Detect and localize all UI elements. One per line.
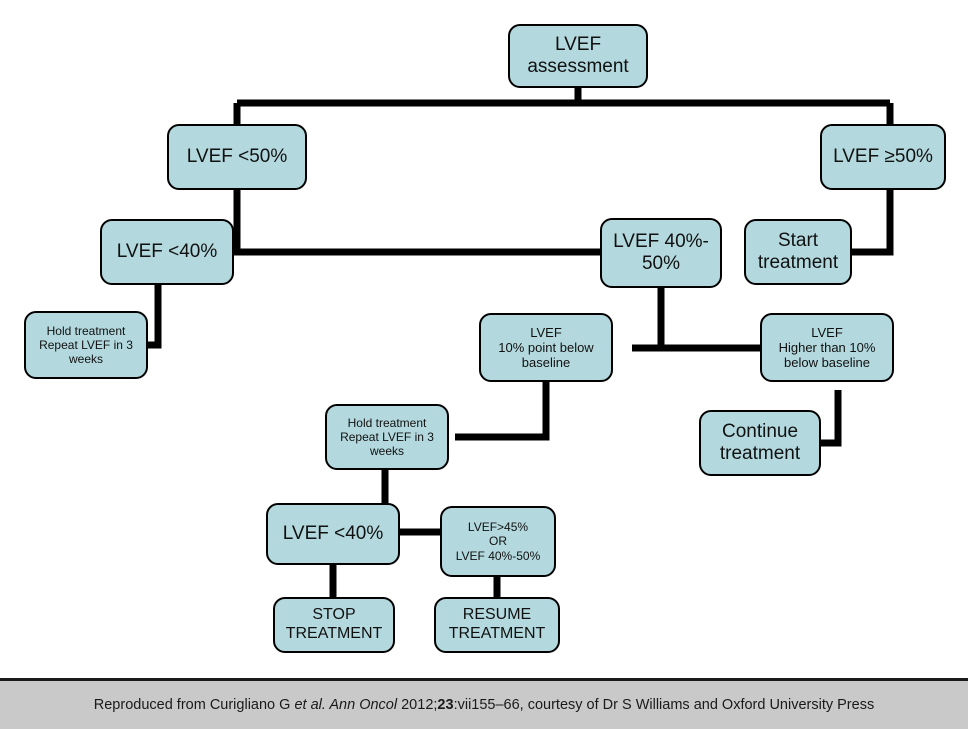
node-lvef-lt-40[interactable]: LVEF <40% [100, 219, 234, 285]
footer-bar: Reproduced from Curigliano G et al. Ann … [0, 678, 968, 729]
node-label: LVEF <40% [116, 240, 218, 262]
node-lvef-ge-50[interactable]: LVEF ≥50% [820, 124, 946, 190]
caption-mid: 2012; [397, 697, 438, 713]
edge-10pt-to-hold [455, 382, 550, 441]
caption-volume: 23 [437, 697, 454, 713]
caption-journal: et al. Ann Oncol [294, 697, 398, 713]
node-label: LVEF 40%-50% [613, 230, 709, 274]
edge-ge50-to-start [836, 190, 894, 256]
node-label: LVEF ≥50% [833, 145, 933, 167]
node-lvef-lt-50[interactable]: LVEF <50% [167, 124, 307, 190]
source-caption: Reproduced from Curigliano G et al. Ann … [94, 697, 874, 713]
node-label: LVEF <50% [186, 145, 288, 167]
node-label: LVEF <40% [282, 522, 384, 544]
caption-suffix: :vii155–66, courtesy of Dr S Williams an… [453, 697, 875, 713]
node-lvef-lt-40-lower[interactable]: LVEF <40% [266, 503, 400, 565]
caption-prefix: Reproduced from Curigliano G [93, 697, 295, 713]
node-lvef-40-50[interactable]: LVEF 40%-50% [600, 218, 722, 288]
